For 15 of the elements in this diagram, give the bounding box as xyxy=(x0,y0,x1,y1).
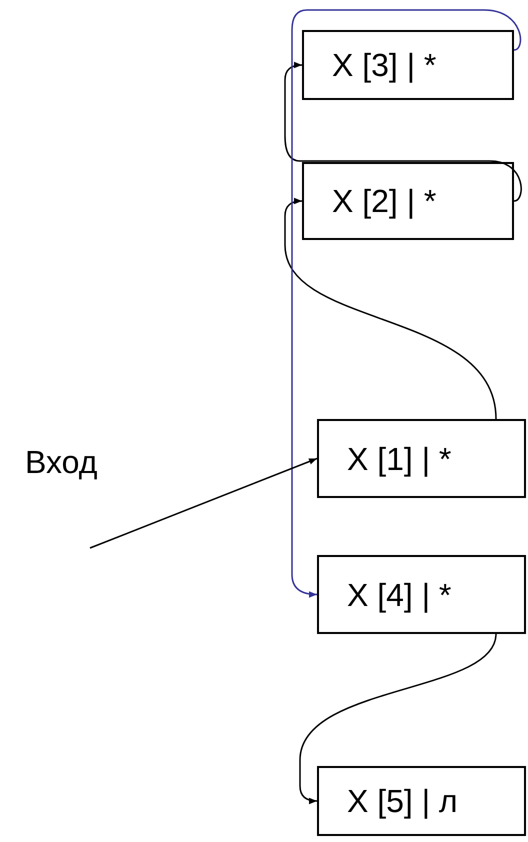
record-box xyxy=(317,766,526,836)
record-box xyxy=(302,30,514,100)
record-text: X [1] | * xyxy=(347,442,452,474)
record-box xyxy=(302,162,514,240)
record-text: X [5] | л xyxy=(347,785,458,817)
record-text: X [4] | * xyxy=(347,578,452,610)
record-text: X [3] | * xyxy=(332,49,436,81)
record-box xyxy=(317,555,526,634)
record-text: X [2] | * xyxy=(332,185,436,217)
arrow xyxy=(299,634,497,804)
arrow xyxy=(284,198,497,420)
record-box xyxy=(317,419,526,498)
input-label: Вход xyxy=(25,446,98,478)
arrow xyxy=(291,9,521,598)
arrow xyxy=(90,458,318,549)
